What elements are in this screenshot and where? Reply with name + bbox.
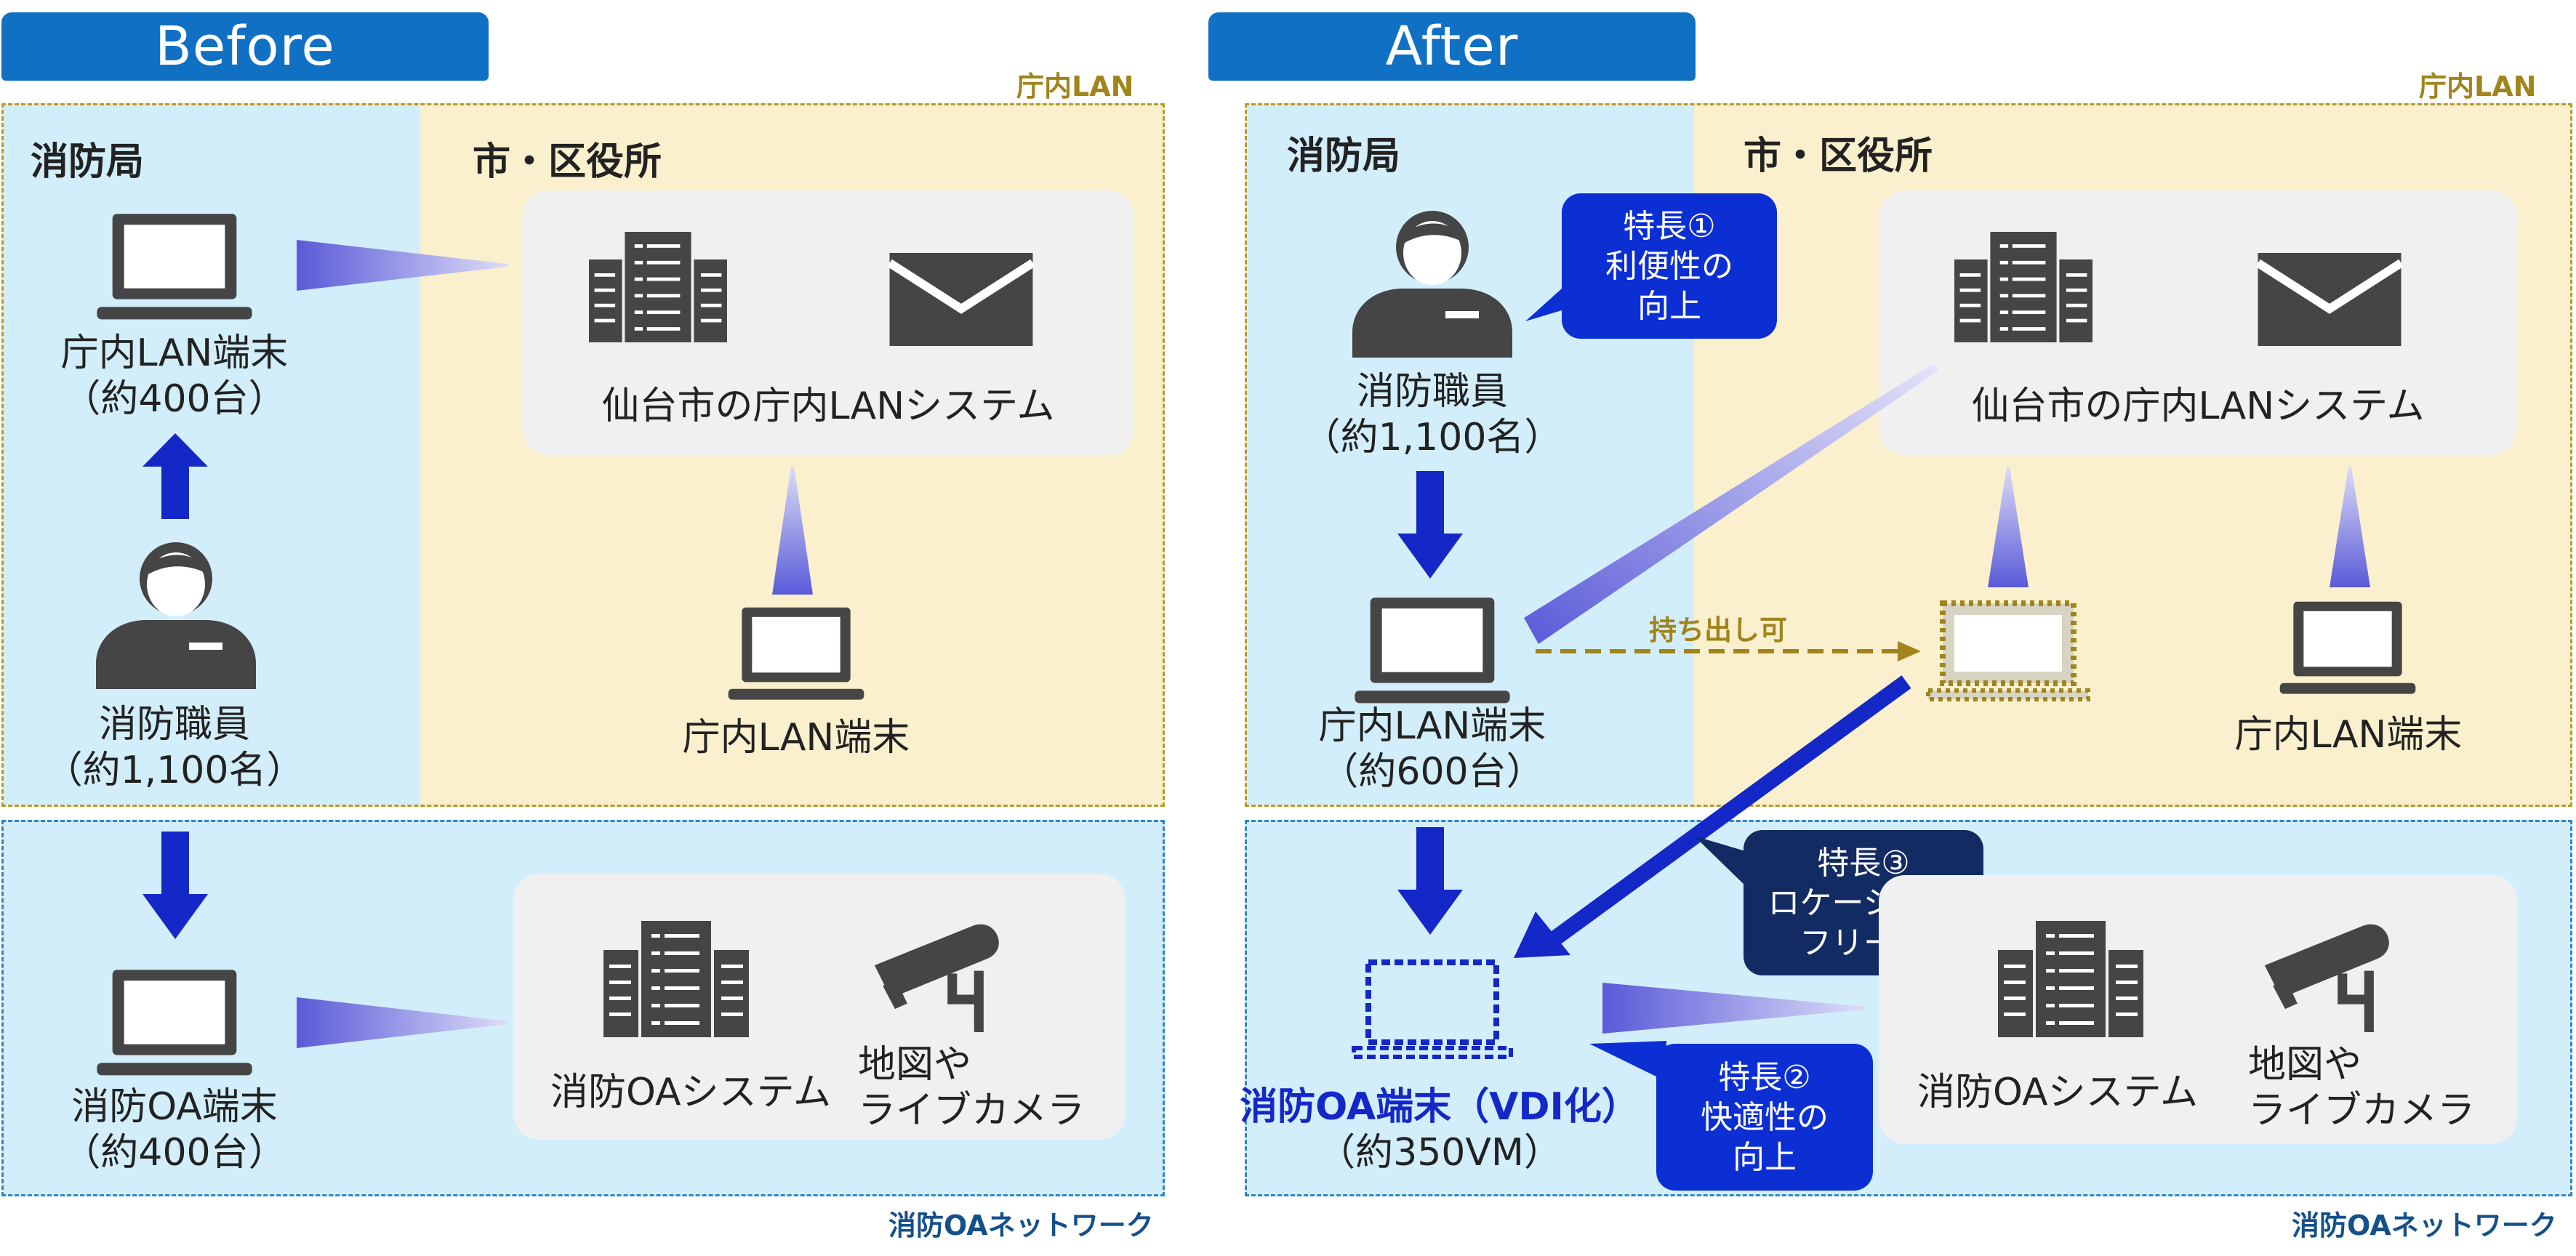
before-oa-terminal-label: 消防OA端末 （約400台） bbox=[29, 1084, 320, 1177]
before-city-section-title: 市・区役所 bbox=[473, 140, 662, 184]
up-arrow-icon bbox=[143, 433, 208, 519]
before-city-terminal-label: 庁内LAN端末 bbox=[682, 716, 910, 760]
before-map-text: 地図や bbox=[858, 1043, 972, 1087]
before-oa-terminal-count: （約400台） bbox=[63, 1131, 286, 1175]
before-map-camera-label: 地図や ライブカメラ bbox=[858, 1042, 1120, 1135]
before-lan-terminal-name: 庁内LAN端末 bbox=[60, 331, 289, 375]
after-map-camera-label: 地図や ライブカメラ bbox=[2248, 1042, 2510, 1135]
feature2-line2: 向上 bbox=[1733, 1138, 1797, 1176]
laptop-icon bbox=[728, 607, 864, 700]
after-portable-connection-beam bbox=[1988, 467, 2029, 587]
before-camera-text: ライブカメラ bbox=[858, 1089, 1086, 1133]
after-city-terminal-label: 庁内LAN端末 bbox=[2234, 713, 2463, 757]
after-lan-terminal-label: 庁内LAN端末 （約600台） bbox=[1287, 704, 1578, 796]
camera-icon bbox=[2260, 923, 2398, 1032]
carry-out-arrow bbox=[1536, 641, 1921, 661]
after-title: After bbox=[1208, 12, 1696, 81]
after-staff-label: 消防職員 （約1,100名） bbox=[1287, 369, 1578, 462]
feature2-title: 特長② bbox=[1718, 1058, 1811, 1096]
down-arrow-icon bbox=[1397, 827, 1463, 935]
down-arrow-icon bbox=[143, 832, 208, 939]
laptop-icon bbox=[1355, 597, 1510, 704]
after-fire-section-title: 消防局 bbox=[1287, 134, 1401, 178]
after-city-connection-beam bbox=[2330, 467, 2370, 587]
after-staff-name: 消防職員 bbox=[1356, 370, 1508, 414]
laptop-icon bbox=[97, 214, 252, 320]
camera-icon bbox=[870, 923, 1008, 1032]
before-lan-label: 庁内LAN bbox=[1016, 71, 1134, 102]
server-icon bbox=[1998, 921, 2143, 1037]
before-lan-connection-beam bbox=[297, 240, 507, 291]
after-oa-system-label: 消防OAシステム bbox=[1917, 1071, 2199, 1114]
after-lan-label: 庁内LAN bbox=[2419, 71, 2537, 102]
before-staff-label: 消防職員 （約1,100名） bbox=[29, 702, 320, 794]
down-arrow-icon bbox=[1397, 471, 1463, 579]
laptop-icon bbox=[2279, 601, 2416, 694]
server-icon bbox=[589, 232, 727, 342]
mail-icon bbox=[887, 253, 1035, 346]
person-icon bbox=[1352, 211, 1512, 358]
after-staff-count: （約1,100名） bbox=[1302, 416, 1562, 460]
feature3-pointer bbox=[1694, 836, 1748, 888]
before-lan-terminal-count: （約400台） bbox=[63, 377, 286, 422]
before-lan-system-label: 仙台市の庁内LANシステム bbox=[601, 385, 1055, 428]
before-city-connection-beam bbox=[772, 467, 813, 595]
feature3-title: 特長③ bbox=[1817, 844, 1910, 882]
before-oa-system-label: 消防OAシステム bbox=[550, 1071, 832, 1114]
feature2-callout: 特長② 快適性の 向上 bbox=[1656, 1044, 1873, 1191]
after-vdi-terminal-label: 消防OA端末（VDI化） （約350VM） bbox=[1236, 1084, 1643, 1177]
feature1-title: 特長① bbox=[1623, 207, 1716, 245]
feature1-line1: 利便性の bbox=[1605, 247, 1733, 285]
before-staff-count: （約1,100名） bbox=[44, 749, 305, 793]
after-oa-label: 消防OAネットワーク bbox=[2292, 1209, 2557, 1241]
after-vdi-terminal-count: （約350VM） bbox=[1317, 1131, 1562, 1175]
portable-laptop-icon bbox=[1926, 600, 2090, 701]
server-icon bbox=[1954, 232, 2093, 342]
after-lan-connection-beam bbox=[1524, 363, 1938, 644]
mail-icon bbox=[2255, 253, 2404, 346]
after-city-section-title: 市・区役所 bbox=[1744, 134, 1933, 178]
before-title: Before bbox=[1, 12, 489, 81]
before-oa-terminal-name: 消防OA端末 bbox=[71, 1085, 278, 1129]
after-oa-system-box bbox=[1879, 875, 2517, 1144]
person-icon bbox=[96, 542, 256, 689]
vdi-laptop-icon bbox=[1352, 959, 1513, 1059]
carry-out-label: 持ち出し可 bbox=[1649, 614, 1788, 646]
laptop-icon bbox=[97, 970, 252, 1076]
location-free-arrow bbox=[1514, 675, 1911, 958]
before-oa-label: 消防OAネットワーク bbox=[888, 1209, 1154, 1241]
after-lan-terminal-count: （約600台） bbox=[1320, 750, 1544, 794]
feature1-callout: 特長① 利便性の 向上 bbox=[1562, 193, 1777, 339]
after-map-text: 地図や bbox=[2248, 1043, 2362, 1087]
feature2-pointer bbox=[1589, 1041, 1666, 1082]
feature1-line2: 向上 bbox=[1637, 287, 1701, 325]
after-vdi-terminal-name: 消防OA端末（VDI化） bbox=[1240, 1085, 1640, 1129]
after-lan-system-label: 仙台市の庁内LANシステム bbox=[1971, 385, 2425, 428]
feature2-line1: 快適性の bbox=[1701, 1098, 1829, 1136]
before-fire-section-title: 消防局 bbox=[31, 140, 145, 184]
before-lan-terminal-label: 庁内LAN端末 （約400台） bbox=[29, 331, 320, 423]
before-oa-connection-beam bbox=[297, 997, 507, 1048]
after-oa-connection-beam bbox=[1602, 983, 1864, 1034]
after-lan-terminal-name: 庁内LAN端末 bbox=[1318, 704, 1546, 748]
server-icon bbox=[603, 921, 749, 1037]
before-staff-name: 消防職員 bbox=[98, 703, 250, 746]
after-camera-text: ライブカメラ bbox=[2248, 1089, 2476, 1133]
